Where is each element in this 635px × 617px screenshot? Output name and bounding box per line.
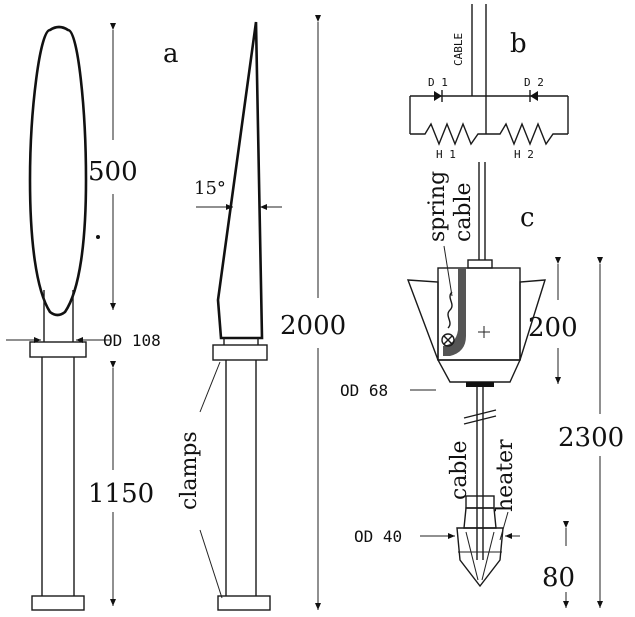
cable-caption: CABLE [452, 33, 465, 66]
spring-element [443, 268, 466, 356]
od-40-label: OD 40 [354, 527, 402, 546]
heater-label: heater [493, 439, 518, 512]
resistor-h1 [410, 122, 486, 146]
panel-label-c: c [520, 203, 535, 233]
h2-label: H 2 [514, 148, 534, 161]
dim-1150: 1150 [88, 479, 154, 509]
dim-200: 200 [528, 313, 578, 343]
dim-2300: 2300 [558, 423, 624, 453]
blade-outline [28, 25, 88, 317]
od-68-label: OD 68 [340, 381, 388, 400]
diode-d2 [530, 91, 538, 101]
pivot-pin [441, 333, 455, 347]
heater-circuit: CABLE D 1 D 2 H 1 H 2 [409, 4, 569, 161]
dim-2000: 2000 [280, 311, 346, 341]
right-wing [519, 279, 546, 361]
angle-15: 15° [194, 178, 226, 199]
d2-label: D 2 [524, 76, 544, 89]
cable-label-mid: cable [447, 440, 472, 500]
center-dot [96, 235, 100, 239]
panel-label-a: a [163, 39, 179, 69]
front-view-rod [28, 25, 100, 611]
dim-500: 500 [88, 157, 138, 187]
diode-d1 [434, 91, 442, 101]
od-108-label: OD 108 [103, 331, 161, 350]
h1-label: H 1 [436, 148, 456, 161]
spring-coil [447, 291, 453, 329]
resistor-h2 [486, 122, 568, 146]
spring-label: spring [425, 171, 450, 242]
panel-label-b: b [510, 29, 527, 59]
cable-label-top: cable [451, 182, 476, 242]
clamp-bottom-front [31, 595, 85, 611]
side-view-rod [212, 21, 271, 611]
clamp-top-front [29, 341, 87, 358]
clamp-bottom-side [217, 595, 271, 611]
heater-tip [456, 527, 504, 588]
left-wing [406, 279, 439, 361]
probe-assembly [406, 162, 546, 588]
clamp-top-side [212, 344, 268, 361]
dim-80: 80 [542, 563, 575, 593]
clamps-label: clamps [177, 431, 202, 510]
d1-label: D 1 [428, 76, 448, 89]
